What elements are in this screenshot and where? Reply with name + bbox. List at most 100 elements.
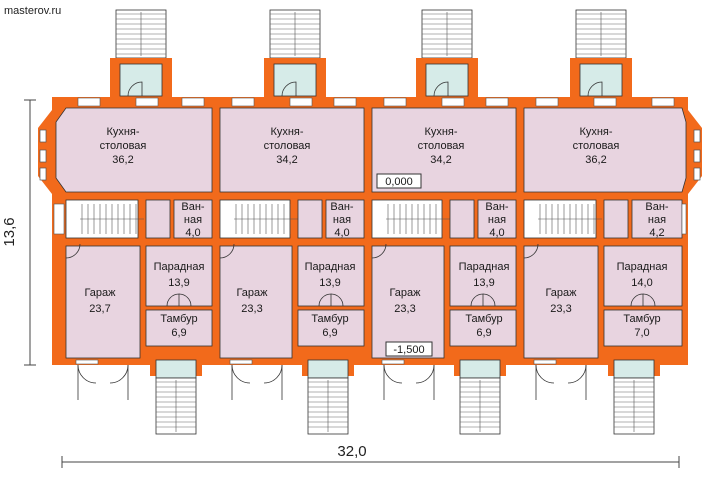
unit-4-corridor (603, 199, 629, 239)
level-bottom-label: -1,500 (393, 344, 424, 356)
bay-window (693, 167, 701, 181)
unit-3-top-porch (425, 63, 469, 97)
garage-area: 23,3 (241, 303, 262, 315)
unit-2-garage (219, 245, 293, 359)
unit-4-door-arc (642, 293, 656, 307)
bath-area: 4,0 (489, 227, 504, 239)
kitchen-name: столовая (100, 140, 147, 152)
unit-4-vestibule (603, 309, 683, 347)
unit-3-window (441, 97, 465, 107)
unit-1-bath (173, 199, 213, 239)
unit-4-window (533, 359, 557, 365)
unit-1-top-porch (119, 63, 163, 97)
unit-4-top-door (587, 81, 603, 97)
vestibule-area: 7,0 (634, 327, 649, 339)
unit-4-door-arc (523, 243, 539, 259)
kitchen-area: 36,2 (585, 154, 606, 166)
unit-2-top-door (281, 81, 297, 97)
unit-1-garage (65, 245, 141, 359)
level-marker-top: 0,000 (376, 173, 422, 189)
width-dimension-label: 32,0 (337, 443, 366, 460)
unit-1-window (75, 359, 99, 365)
unit-4-garage-door (535, 364, 555, 384)
bay-window (39, 149, 47, 163)
unit-2-bottom-porch (307, 359, 349, 379)
bath-name: Ван- (330, 201, 354, 213)
unit-3-window (381, 359, 405, 365)
vestibule-name: Тамбур (160, 313, 197, 325)
unit-2-top-porch (273, 63, 317, 97)
bath-name: ная (488, 214, 506, 226)
unit-3-corridor (449, 199, 475, 239)
dimension-width (61, 456, 680, 468)
unit-3-door-arc (371, 243, 387, 259)
hall-name: Парадная (305, 261, 356, 273)
unit-4-door-arc (630, 293, 644, 307)
unit-2-door-arc (219, 243, 235, 259)
unit-4-kitchen (523, 107, 687, 193)
hall-area: 13,9 (168, 277, 189, 289)
dimension-height (24, 99, 36, 366)
unit-3-garage-door (415, 364, 435, 384)
unit-2-door-arc (318, 293, 332, 307)
bath-name: Ван- (485, 201, 509, 213)
garage-name: Гараж (236, 287, 268, 299)
level-marker-bottom: -1,500 (385, 341, 433, 357)
vestibule-name: Тамбур (623, 313, 660, 325)
unit-4-bottom-porch (613, 359, 655, 379)
unit-4-garage (523, 245, 599, 359)
unit-2-vestibule (297, 309, 365, 347)
vestibule-area: 6,9 (476, 327, 491, 339)
unit-4-top-porch (579, 63, 623, 97)
side-window-left (53, 203, 65, 235)
bay-window (693, 129, 701, 143)
unit-3-garage (371, 245, 445, 359)
bath-name: ная (184, 214, 202, 226)
kitchen-name: столовая (573, 140, 620, 152)
unit-2-window (231, 97, 255, 107)
unit-1-garage-door (77, 364, 97, 384)
kitchen-name: столовая (264, 140, 311, 152)
hall-name: Парадная (154, 261, 205, 273)
side-window-right (681, 203, 687, 235)
site-label: masterov.ru (4, 5, 61, 17)
bath-name: ная (648, 214, 666, 226)
hall-area: 13,9 (473, 277, 494, 289)
kitchen-area: 34,2 (430, 154, 451, 166)
garage-name: Гараж (389, 287, 421, 299)
level-top-label: 0,000 (385, 176, 413, 188)
unit-1-garage-door (109, 364, 129, 384)
unit-4-garage-door (567, 364, 587, 384)
hall-name: Парадная (617, 261, 668, 273)
unit-1-kitchen (55, 107, 213, 193)
garage-area: 23,3 (550, 303, 571, 315)
vestibule-name: Тамбур (311, 313, 348, 325)
unit-1-vestibule (145, 309, 213, 347)
garage-name: Гараж (545, 287, 577, 299)
unit-1-door-arc (65, 243, 81, 259)
bay-window (39, 167, 47, 181)
kitchen-area: 34,2 (276, 154, 297, 166)
unit-2-bath (325, 199, 365, 239)
unit-1-corridor (145, 199, 171, 239)
unit-1-window (181, 97, 205, 107)
unit-2-kitchen (219, 107, 365, 193)
hall-area: 14,0 (631, 277, 652, 289)
unit-3-window (383, 97, 407, 107)
unit-3-top-door (433, 81, 449, 97)
unit-1-window (135, 97, 159, 107)
garage-name: Гараж (84, 287, 116, 299)
bay-window (39, 129, 47, 143)
garage-area: 23,3 (394, 303, 415, 315)
unit-2-window (333, 97, 357, 107)
unit-4-window (593, 97, 617, 107)
unit-3-vestibule (449, 309, 517, 347)
kitchen-name: столовая (418, 140, 465, 152)
unit-3-window (485, 97, 509, 107)
kitchen-name: Кухня- (270, 126, 303, 138)
bath-area: 4,0 (185, 227, 200, 239)
height-dimension-label: 13,6 (1, 217, 18, 246)
unit-3-bottom-porch (459, 359, 501, 379)
kitchen-area: 36,2 (112, 154, 133, 166)
